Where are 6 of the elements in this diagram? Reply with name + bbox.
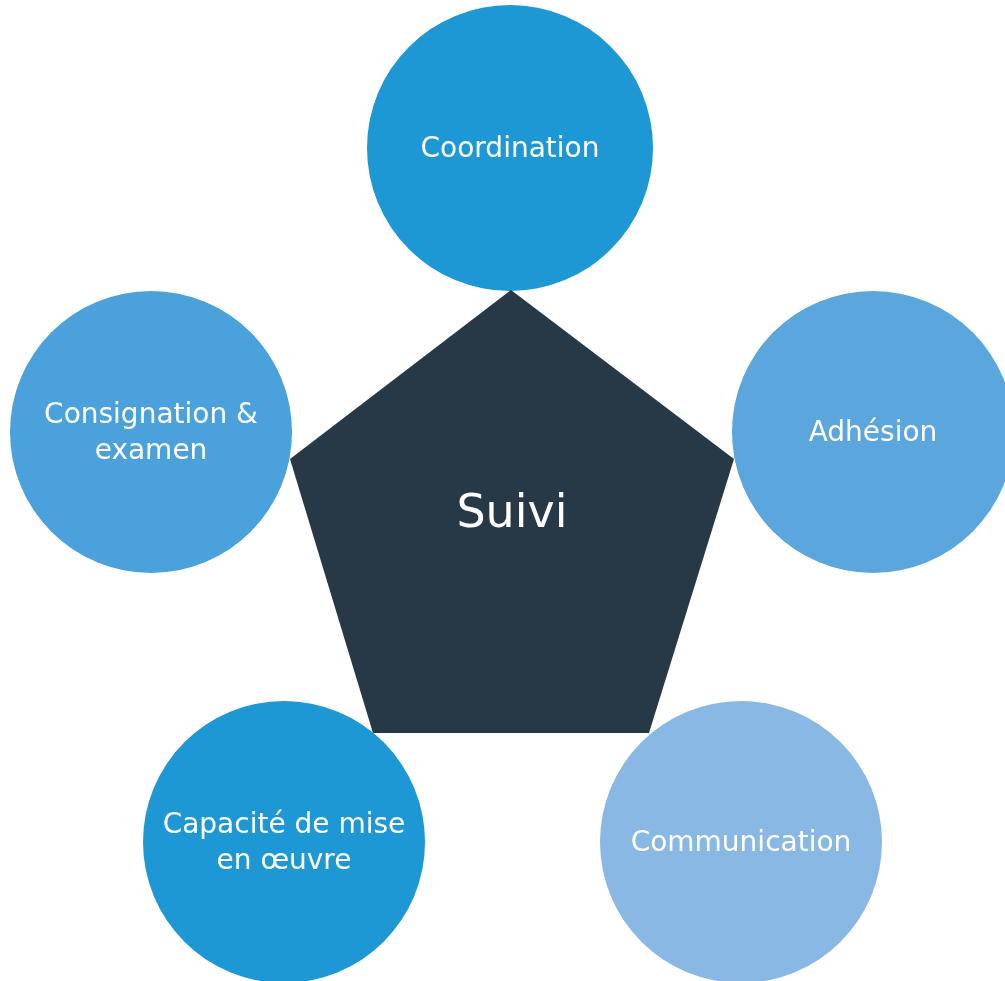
node-label: Coordination (420, 129, 600, 166)
node-label: Communication (630, 823, 852, 860)
node-label: Capacité de mise en œuvre (161, 805, 407, 878)
node-label: Suivi (456, 483, 568, 538)
node-label: Consignation & examen (43, 395, 259, 468)
node-label: Adhésion (808, 413, 938, 450)
